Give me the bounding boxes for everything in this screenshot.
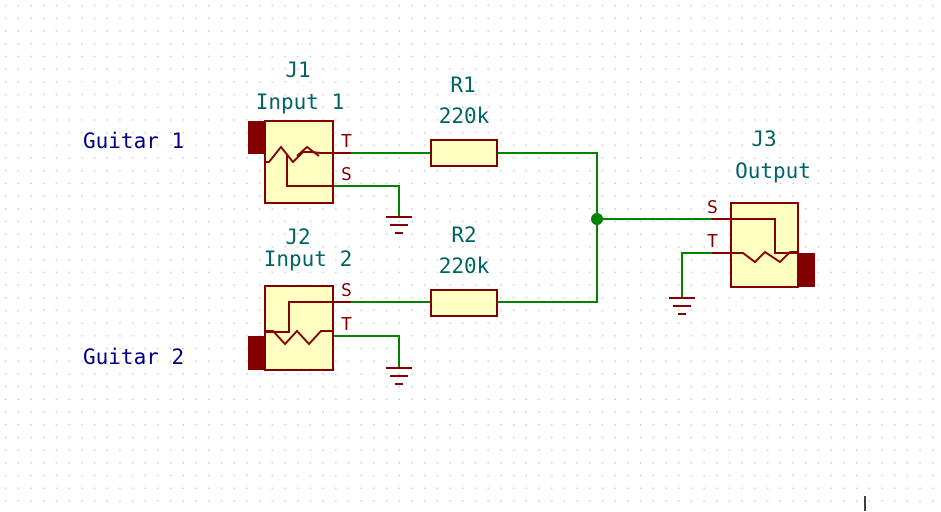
wire-j2-tip-to-ground[interactable]	[333, 335, 400, 368]
j3-pin-bottom-label: T	[707, 231, 718, 252]
r2-body	[430, 289, 498, 317]
j2-pin-bottom-label: T	[341, 314, 352, 335]
j2-sleeve-contact	[265, 301, 333, 333]
j3-value: Output	[735, 159, 811, 183]
component-j3[interactable]: S T J3 Output	[707, 127, 815, 288]
component-r1[interactable]: R1 220k	[430, 73, 498, 167]
r1-value: 220k	[439, 104, 490, 128]
pin-stubs	[333, 152, 731, 303]
component-r2[interactable]: R2 220k	[430, 223, 498, 317]
r1-reference: R1	[450, 73, 475, 97]
net-label-guitar-2[interactable]: Guitar 2	[83, 345, 184, 369]
j3-pin-top-label: S	[707, 197, 718, 218]
j1-value: Input 1	[256, 90, 345, 114]
j3-body	[730, 202, 799, 288]
j1-tip-contact	[265, 145, 333, 164]
wire-j3-tip-to-ground[interactable]	[681, 252, 712, 298]
audio-jack-icon	[798, 253, 815, 287]
j1-body	[264, 120, 334, 204]
wires	[333, 152, 712, 368]
j1-pin-top-label: T	[341, 131, 352, 152]
j2-reference: J2	[285, 225, 310, 249]
ground-icon	[386, 216, 412, 234]
j1-reference: J1	[285, 58, 310, 82]
junction-dot-icon	[591, 213, 603, 225]
wire-j1-sleeve-to-ground[interactable]	[333, 185, 400, 217]
j3-reference: J3	[751, 127, 776, 151]
r2-reference: R2	[451, 223, 476, 247]
j2-pin-top-label: S	[341, 280, 352, 301]
j2-value: Input 2	[264, 247, 353, 271]
component-j2[interactable]: S T J2 Input 2	[248, 225, 353, 371]
ground-icon	[669, 297, 695, 315]
j1-sleeve-contact	[286, 155, 333, 187]
ground-icon	[386, 367, 412, 385]
audio-jack-icon	[248, 121, 265, 154]
j3-tip-contact	[731, 250, 798, 264]
j3-sleeve-contact	[731, 218, 798, 254]
component-j1[interactable]: T S J1 Input 1	[248, 58, 352, 204]
j1-pin-bottom-label: S	[341, 164, 352, 185]
r1-body	[430, 139, 498, 167]
j1-tip-arrow	[296, 145, 320, 157]
wire-r2-to-junction[interactable]	[497, 219, 598, 303]
audio-jack-icon	[248, 336, 265, 370]
j2-tip-contact	[265, 329, 333, 346]
r2-value: 220k	[439, 254, 490, 278]
net-label-guitar-1[interactable]: Guitar 1	[83, 129, 184, 153]
j2-body	[264, 285, 334, 371]
wire-r1-to-junction[interactable]	[497, 152, 598, 219]
